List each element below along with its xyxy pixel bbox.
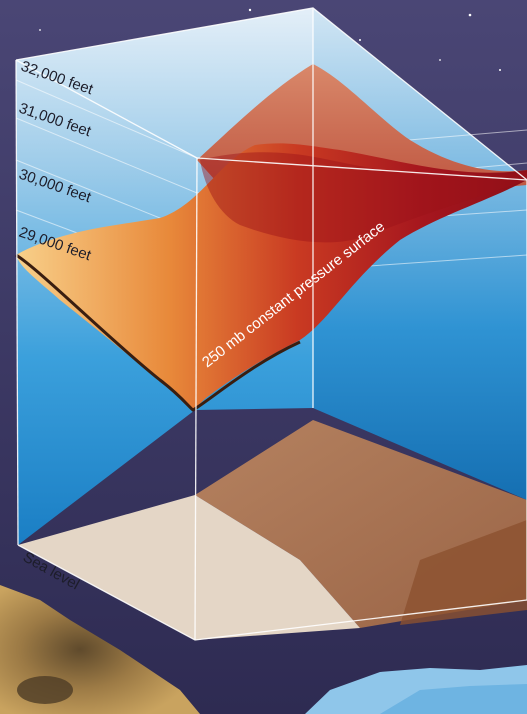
soil-cross-section (400, 520, 527, 625)
constant-pressure-surface (16, 143, 527, 410)
sea-level-plane (18, 495, 360, 640)
surface-ridge-shade (200, 152, 527, 243)
surface-front-edge (15, 253, 301, 412)
box-edges (15, 7, 527, 641)
terrain-map (0, 585, 527, 714)
